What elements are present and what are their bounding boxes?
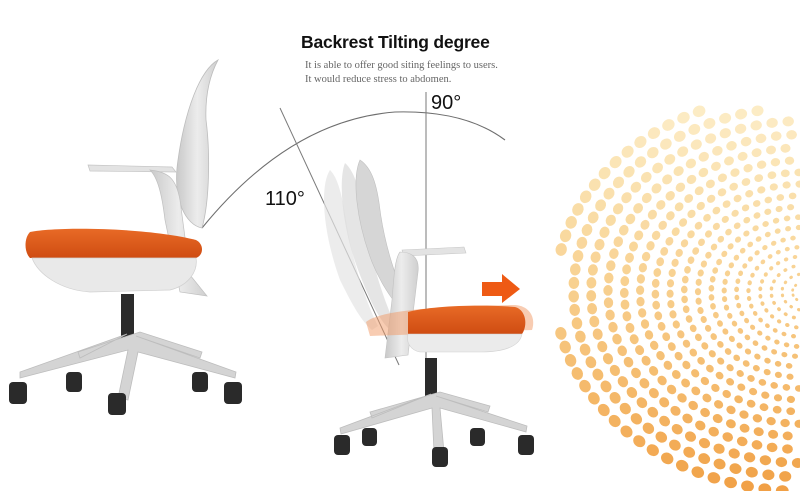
seat-cushion: [25, 228, 202, 258]
casters: [9, 372, 242, 415]
arm-support: [149, 169, 208, 297]
tilt-arc: [201, 111, 506, 229]
description-line: It would reduce stress to abdomen.: [305, 74, 452, 85]
star-base: [339, 391, 528, 453]
description-line: It is able to offer good siting feelings…: [305, 60, 498, 71]
seat-cushion: [408, 305, 526, 334]
angle-label-90: 90°: [431, 92, 462, 114]
arrow-right-icon: [482, 274, 520, 303]
description: It is able to offer good siting feelings…: [305, 59, 498, 87]
gas-cylinder: [425, 358, 437, 400]
angle-label-110: 110°: [265, 188, 305, 210]
backrest: [176, 58, 219, 229]
backrest-ghost-1: [324, 170, 378, 330]
seat-shell: [407, 333, 523, 353]
star-base: [19, 331, 237, 401]
seat-shell: [31, 257, 197, 293]
casters: [334, 428, 534, 467]
gas-cylinder: [121, 294, 134, 338]
page-title: Backrest Tilting degree: [301, 32, 490, 52]
